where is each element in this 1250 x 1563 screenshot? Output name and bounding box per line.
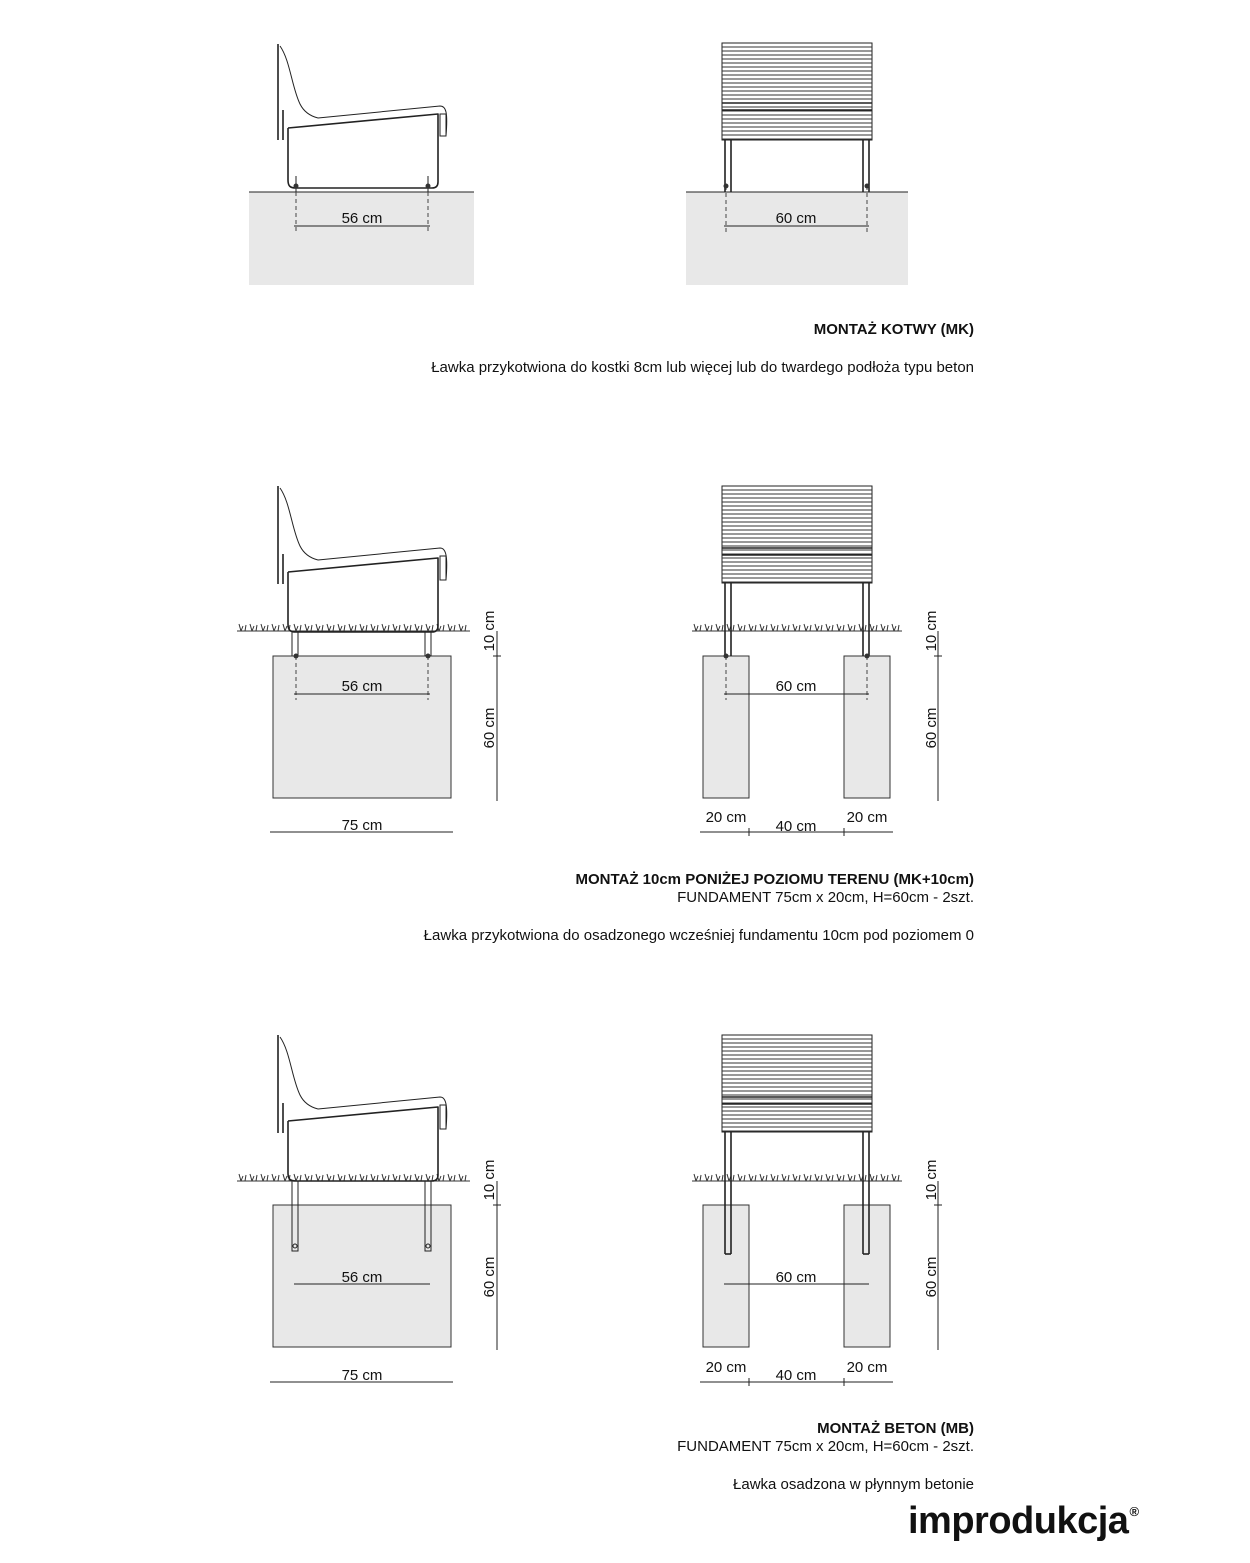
dim-front-depth-main: 60 cm (923, 1257, 940, 1298)
dim-front-anchor: 60 cm (776, 1269, 817, 1286)
foundation-front-left (702, 1204, 750, 1348)
grass-tufts (693, 1173, 900, 1182)
dim-front-depth-top: 10 cm (923, 1160, 940, 1201)
bench-front-view (721, 42, 873, 192)
section-mb: 56 cm 75 cm 10 cm 60 cm 60 cm 20 cm 40 c… (237, 1034, 942, 1386)
brand-name: improdukcja (908, 1500, 1129, 1542)
foundation-side (272, 655, 452, 799)
grass-tufts (693, 623, 900, 632)
dim-side-anchor: 56 cm (342, 678, 383, 695)
section-mk: 56 cm 60 cm (249, 42, 908, 285)
dim-front-left: 20 cm (706, 1359, 747, 1376)
dim-side-anchor: 56 cm (342, 1269, 383, 1286)
dim-side-width: 75 cm (342, 1367, 383, 1384)
dim-front-right: 20 cm (847, 809, 888, 826)
dim-front-depth-top: 10 cm (923, 611, 940, 652)
section-description-mk: Ławka przykotwiona do kostki 8cm lub wię… (431, 359, 974, 376)
dim-front-left: 20 cm (706, 809, 747, 826)
dim-side-width: 75 cm (342, 817, 383, 834)
dim-side-depth-top: 10 cm (481, 611, 498, 652)
bench-front-view (721, 1034, 873, 1255)
ground-block-side (249, 192, 474, 285)
bench-side-view (277, 1035, 448, 1252)
section-foundation-mk10: FUNDAMENT 75cm x 20cm, H=60cm - 2szt. (677, 889, 974, 906)
dim-front-depth-main: 60 cm (923, 708, 940, 749)
bench-side-view (277, 486, 448, 656)
dim-side-anchor: 56 cm (342, 210, 383, 227)
dim-side-depth-main: 60 cm (481, 1257, 498, 1298)
section-title-mk: MONTAŻ KOTWY (MK) (813, 321, 974, 338)
grass-tufts (238, 623, 467, 632)
section-description-mk10: Ławka przykotwiona do osadzonego wcześni… (423, 927, 974, 944)
dim-front-gap: 40 cm (776, 1367, 817, 1384)
foundation-front-right (843, 1204, 891, 1348)
bench-front-view (721, 485, 873, 656)
section-title-mk10: MONTAŻ 10cm PONIŻEJ POZIOMU TERENU (MK+1… (575, 871, 974, 888)
dim-front-gap: 40 cm (776, 818, 817, 835)
dim-front-right: 20 cm (847, 1359, 888, 1376)
dim-front-anchor: 60 cm (776, 678, 817, 695)
dim-side-depth-top: 10 cm (481, 1160, 498, 1201)
ground-block-front (686, 192, 908, 285)
dim-side-depth-main: 60 cm (481, 708, 498, 749)
section-title-mb: MONTAŻ BETON (MB) (817, 1420, 974, 1437)
bench-side-view (277, 44, 448, 192)
section-mk10: 56 cm 75 cm 10 cm 60 cm 60 cm 20 cm 40 c… (237, 485, 942, 836)
brand-logo: improdukcja® (908, 1500, 1139, 1543)
dim-front-anchor: 60 cm (776, 210, 817, 227)
foundation-side (272, 1204, 452, 1348)
section-foundation-mb: FUNDAMENT 75cm x 20cm, H=60cm - 2szt. (677, 1438, 974, 1455)
grass-tufts (238, 1173, 467, 1182)
brand-registered-mark: ® (1129, 1504, 1139, 1519)
section-description-mb: Ławka osadzona w płynnym betonie (733, 1476, 974, 1493)
